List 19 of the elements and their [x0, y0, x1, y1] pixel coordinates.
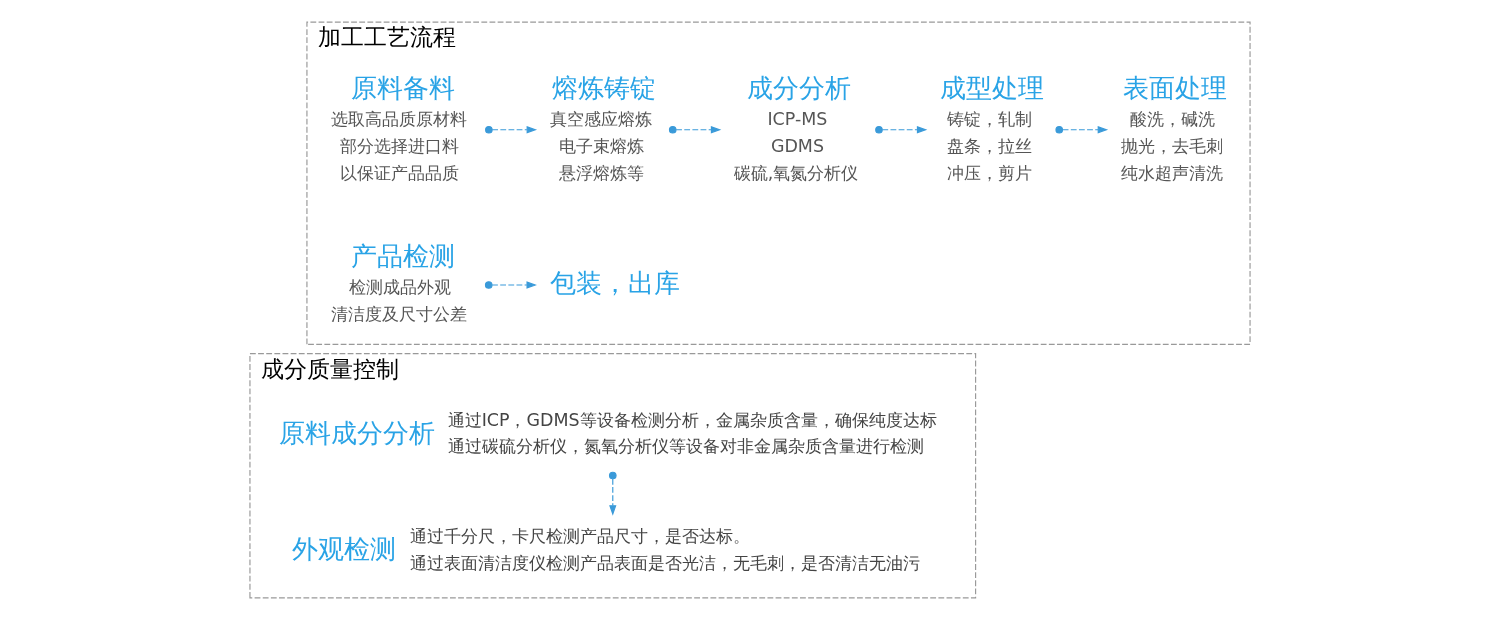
node-text: 熔炼铸锭 真空感应熔炼 电子束熔炼 悬浮熔炼等: [549, 72, 656, 183]
node-text: 成分分析 ICP-MS GDMS 碳硫,氧氮分析仪: [733, 72, 859, 183]
node-label: 通过ICP，GDMS等设备检测分析，金属杂质含量，确保纯度达标: [447, 409, 937, 430]
arrow: [608, 471, 617, 516]
node-text: 包装，出库: [549, 267, 680, 298]
arrow: [484, 281, 537, 289]
node-label: 通过千分尺，卡尺检测产品尺寸，是否达标。: [410, 526, 751, 546]
node-label: 通过碳硫分析仪，氮氧分析仪等设备对非金属杂质含量进行检测: [447, 436, 924, 457]
node-text: 表面处理 酸洗，碱洗 抛光，去毛刺 纯水超声清洗: [1120, 72, 1227, 183]
arrow: [485, 125, 538, 134]
node-text: 原料成分分析: [279, 417, 436, 448]
node-text: 产品检测 检测成品外观 清洁度及尺寸公差: [331, 240, 468, 324]
node-text: 原料备料 选取高品质原材料 部分选择进口料 以保证产品品质: [331, 72, 468, 183]
node-text: 外观检测: [291, 533, 396, 564]
arrow: [668, 125, 722, 134]
arrow: [875, 125, 928, 134]
node-text: 成型处理 铸锭，轧制 盘条，拉丝 冲压，剪片: [939, 72, 1044, 183]
arrow: [1055, 125, 1109, 134]
node-label: 通过表面清洁度仪检测产品表面是否光洁，无毛刺，是否清洁无油污: [410, 552, 921, 573]
